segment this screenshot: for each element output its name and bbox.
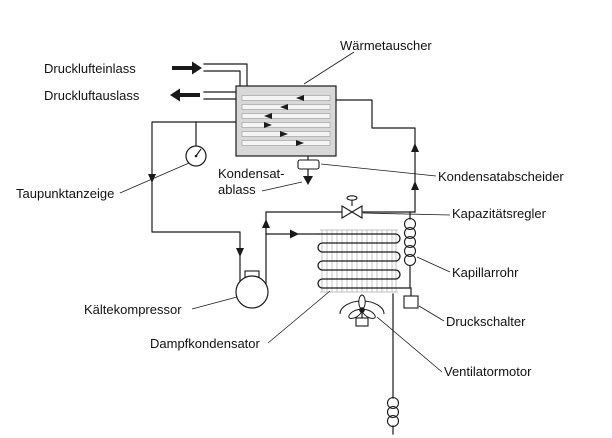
label-ventilatormotor: Ventilatormotor [444,364,532,379]
capillary-tube-coil [403,217,417,267]
label-drucklufteinlass: Drucklufteinlass [44,61,136,76]
air-outlet-pipe [203,91,237,100]
label-kapazitaetsregler: Kapazitätsregler [452,206,546,221]
riser-line [335,99,416,213]
pressure-switch [403,295,419,309]
tube-flow-arrows [264,95,304,146]
pipes [151,63,416,435]
riser-up-arrow [411,181,419,190]
label-druckluftauslass: Druckluftauslass [44,88,140,103]
compressor [235,270,269,309]
outlet-flow-arrow [170,88,200,102]
label-dampfkondensator: Dampfkondensator [150,336,260,351]
label-druckschalter: Druckschalter [446,314,526,329]
bottom-coil [386,396,400,428]
fan-motor [339,294,385,327]
inlet-flow-arrow [172,61,202,75]
label-kaeltekompressor: Kältekompressor [84,302,182,317]
leader-kondensatablass [261,181,303,192]
leader-ventilatormotor [376,316,443,373]
bypass-line [265,211,416,285]
heat-exchanger [235,85,337,157]
riser-up-arrow [411,143,419,152]
condensate-separator [297,159,320,170]
suction-down-arrow [148,174,156,183]
capillary-connector [399,211,411,289]
flow-arrows [148,143,419,257]
leader-kondensatabscheider [320,163,437,177]
leader-waermetauscher [303,51,355,85]
leader-kaeltekompressor [191,296,238,310]
leader-lines [119,51,451,373]
label-kapillarrohr: Kapillarrohr [452,265,519,280]
capacity-regulator-valve [341,195,363,219]
leader-druckschalter [418,305,445,322]
leader-kapillarrohr [416,256,451,273]
vapor-condenser-coil [317,229,401,293]
discharge-right-arrow [290,229,299,239]
leader-dampfkondensator [267,290,331,344]
leader-kapazitaetsregler [362,212,451,216]
drain-down-arrow [303,176,313,185]
dew-point-indicator [185,145,207,167]
label-kondensatablass: Kondensat- ablass [218,166,285,197]
bypass-up-arrow [262,219,270,228]
leader-taupunktanzeige [119,162,190,194]
suction-down-arrow [236,248,244,257]
air-inlet-pipe [203,63,248,87]
label-taupunktanzeige: Taupunktanzeige [16,186,115,201]
label-kondensatabscheider: Kondensatabscheider [438,169,564,184]
label-waermetauscher: Wärmetauscher [340,38,432,53]
